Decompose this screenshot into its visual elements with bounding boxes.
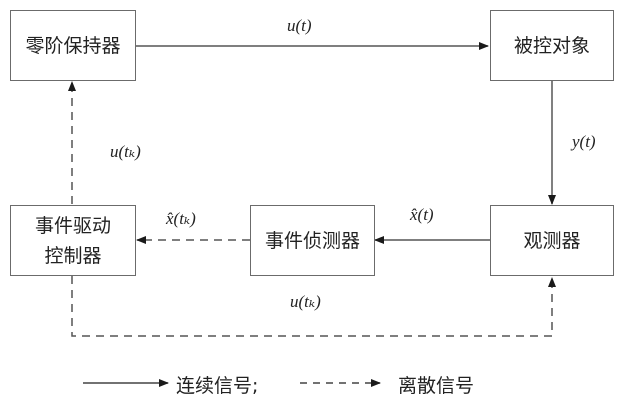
block-zero-order-hold-label: 零阶保持器 bbox=[25, 34, 121, 57]
block-observer: 观测器 bbox=[490, 205, 614, 276]
legend-continuous-label: 连续信号; bbox=[176, 375, 259, 397]
block-plant-label: 被控对象 bbox=[513, 34, 590, 57]
signal-label-u-tk-bottom: u(tₖ) bbox=[290, 292, 321, 311]
signal-label-y-t: y(t) bbox=[572, 132, 596, 151]
block-event-detector: 事件侦测器 bbox=[250, 205, 375, 276]
block-zero-order-hold: 零阶保持器 bbox=[10, 10, 136, 81]
legend-discrete-label: 离散信号 bbox=[398, 375, 475, 397]
signal-label-u-t: u(t) bbox=[287, 16, 312, 35]
block-event-driven-controller: 事件驱动 控制器 bbox=[10, 205, 136, 276]
signal-label-xhat-tk: x̂(tₖ) bbox=[166, 209, 196, 228]
block-controller-label-line2: 控制器 bbox=[44, 244, 102, 267]
signal-label-u-tk-left: u(tₖ) bbox=[110, 142, 141, 161]
signal-label-xhat-t: x̂(t) bbox=[410, 205, 434, 224]
block-observer-label: 观测器 bbox=[523, 229, 581, 252]
block-controller-label-line1: 事件驱动 bbox=[34, 214, 111, 237]
block-plant: 被控对象 bbox=[490, 10, 614, 81]
arrow-controller-to-observer bbox=[71, 276, 556, 337]
block-event-detector-label: 事件侦测器 bbox=[264, 229, 360, 252]
